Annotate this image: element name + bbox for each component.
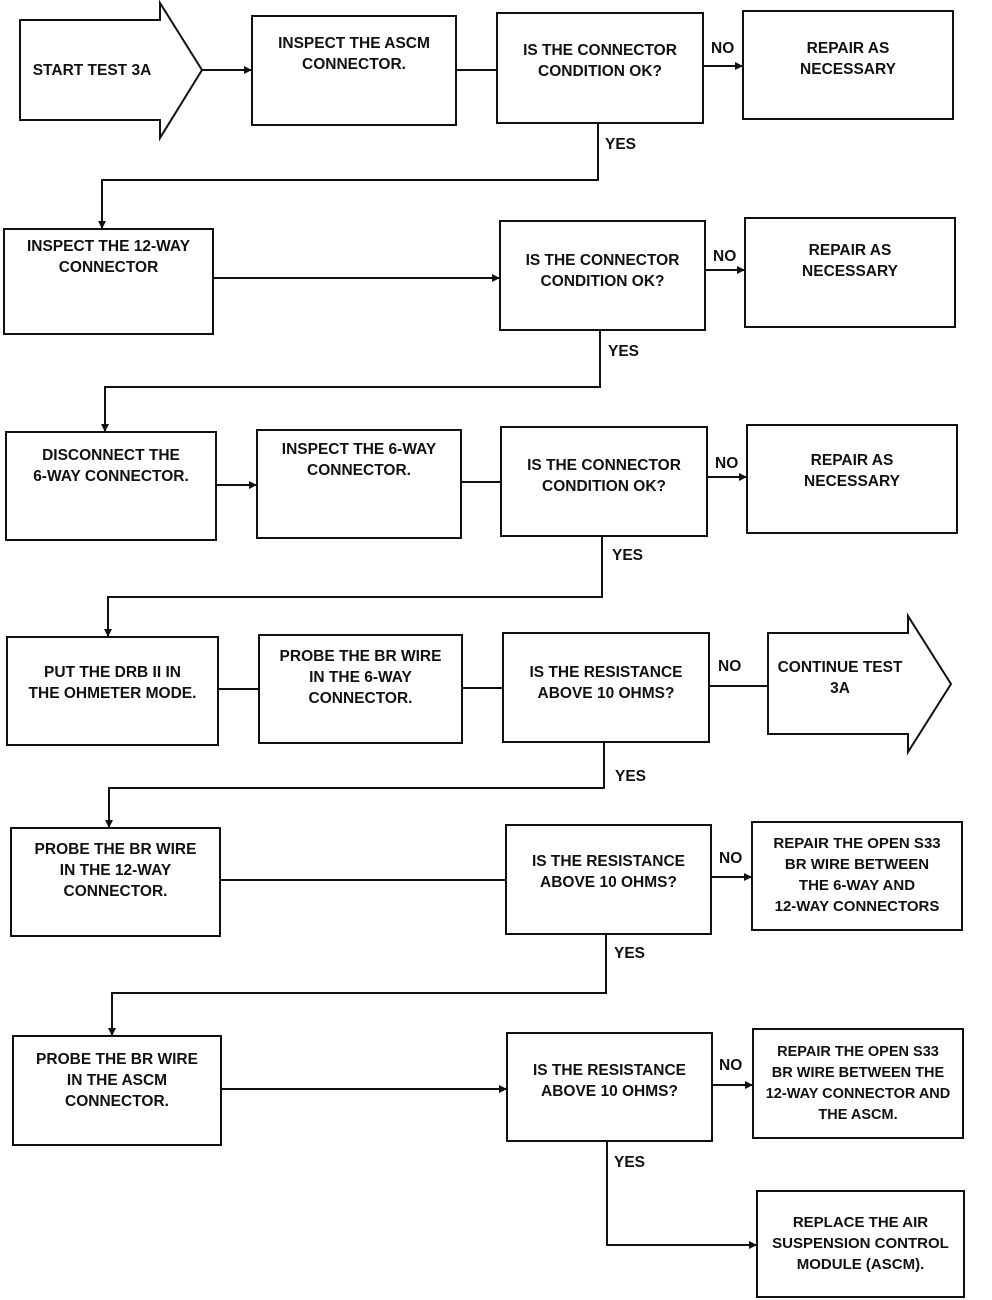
step-line: CONNECTOR. bbox=[307, 462, 411, 479]
line-q3-yes bbox=[104, 537, 603, 637]
result-line: REPAIR THE OPEN S33 bbox=[777, 1044, 939, 1060]
step-line: CONNECTOR. bbox=[63, 883, 168, 900]
step-line: PUT THE DRB II IN bbox=[44, 664, 181, 681]
yes-label: YES bbox=[612, 547, 644, 564]
question-line: ABOVE 10 OHMS? bbox=[541, 1083, 678, 1100]
step-line: PROBE THE BR WIRE bbox=[34, 841, 197, 858]
yes-label: YES bbox=[615, 768, 647, 785]
start-test-arrow: START TEST 3A bbox=[22, 60, 162, 81]
question-resistance-6way: IS THE RESISTANCE ABOVE 10 OHMS? bbox=[502, 632, 710, 743]
no-label: NO bbox=[719, 1057, 743, 1074]
result-repair-ascm-connector: REPAIR AS NECESSARY bbox=[742, 10, 954, 120]
question-6way-connector-ok: IS THE CONNECTOR CONDITION OK? bbox=[500, 426, 708, 537]
continue-test-arrow: CONTINUE TEST 3A bbox=[770, 657, 910, 699]
result-repair-6way-connector: REPAIR AS NECESSARY bbox=[746, 424, 958, 534]
question-line: ABOVE 10 OHMS? bbox=[537, 685, 675, 702]
question-line: IS THE RESISTANCE bbox=[532, 1062, 686, 1079]
step-line: CONNECTOR. bbox=[308, 690, 413, 707]
result-repair-open-6way-12way: REPAIR THE OPEN S33 BR WIRE BETWEEN THE … bbox=[751, 821, 963, 931]
step-inspect-6way-connector: INSPECT THE 6-WAY CONNECTOR. bbox=[256, 429, 462, 539]
result-line: 12-WAY CONNECTOR AND bbox=[765, 1086, 951, 1102]
step-line: IN THE ASCM bbox=[66, 1072, 168, 1089]
question-line: CONDITION OK? bbox=[538, 63, 662, 80]
question-line: IS THE RESISTANCE bbox=[531, 853, 685, 870]
result-line: REPAIR AS bbox=[810, 452, 894, 469]
question-line: ABOVE 10 OHMS? bbox=[540, 874, 677, 891]
question-line: CONDITION OK? bbox=[542, 478, 666, 495]
final-line: SUSPENSION CONTROL bbox=[772, 1235, 949, 1252]
yes-label: YES bbox=[614, 945, 646, 962]
question-line: IS THE CONNECTOR bbox=[527, 457, 681, 474]
result-repair-open-12way-ascm: REPAIR THE OPEN S33 BR WIRE BETWEEN THE … bbox=[752, 1028, 964, 1139]
step-disconnect-6way-connector: DISCONNECT THE 6-WAY CONNECTOR. bbox=[5, 431, 217, 541]
result-line: NECESSARY bbox=[802, 263, 898, 280]
yes-label: YES bbox=[605, 136, 637, 153]
step-line: CONNECTOR bbox=[58, 259, 159, 276]
final-line: MODULE (ASCM). bbox=[796, 1256, 925, 1273]
step-line: CONNECTOR. bbox=[65, 1093, 169, 1110]
result-line: BR WIRE BETWEEN bbox=[784, 856, 930, 873]
yes-label: YES bbox=[608, 343, 640, 360]
question-resistance-ascm: IS THE RESISTANCE ABOVE 10 OHMS? bbox=[506, 1032, 713, 1142]
no-label: NO bbox=[715, 455, 739, 472]
continue-line-2: 3A bbox=[830, 680, 850, 697]
no-label: NO bbox=[713, 248, 737, 265]
continue-line-1: CONTINUE TEST bbox=[777, 659, 903, 676]
step-line: 6-WAY CONNECTOR. bbox=[33, 468, 189, 485]
step-line: INSPECT THE 6-WAY bbox=[281, 441, 437, 458]
result-line: NECESSARY bbox=[800, 61, 896, 78]
step-probe-br-wire-6way: PROBE THE BR WIRE IN THE 6-WAY CONNECTOR… bbox=[258, 634, 463, 744]
start-line-1: START TEST 3A bbox=[32, 62, 152, 79]
question-12way-connector-ok: IS THE CONNECTOR CONDITION OK? bbox=[499, 220, 706, 331]
question-line: CONDITION OK? bbox=[540, 273, 665, 290]
step-line: INSPECT THE ASCM bbox=[278, 35, 430, 52]
step-drb-ohmmeter-mode: PUT THE DRB II IN THE OHMETER MODE. bbox=[6, 636, 219, 746]
result-line: 12-WAY CONNECTORS bbox=[774, 898, 940, 915]
start-arrow-shape bbox=[19, 0, 204, 142]
question-resistance-12way: IS THE RESISTANCE ABOVE 10 OHMS? bbox=[505, 824, 712, 935]
result-replace-ascm: REPLACE THE AIR SUSPENSION CONTROL MODUL… bbox=[756, 1190, 965, 1298]
step-line: PROBE THE BR WIRE bbox=[36, 1051, 198, 1068]
no-label: NO bbox=[711, 40, 735, 57]
step-line: THE OHMETER MODE. bbox=[28, 685, 197, 702]
result-line: REPAIR AS bbox=[806, 40, 890, 57]
step-inspect-12way-connector: INSPECT THE 12-WAY CONNECTOR bbox=[3, 228, 214, 335]
step-probe-br-wire-12way: PROBE THE BR WIRE IN THE 12-WAY CONNECTO… bbox=[10, 827, 221, 937]
result-line: NECESSARY bbox=[804, 473, 900, 490]
no-label: NO bbox=[718, 658, 742, 675]
question-line: IS THE CONNECTOR bbox=[525, 252, 680, 269]
step-line: IN THE 6-WAY bbox=[309, 669, 412, 686]
step-inspect-ascm-connector: INSPECT THE ASCM CONNECTOR. bbox=[251, 15, 457, 126]
question-line: IS THE RESISTANCE bbox=[529, 664, 683, 681]
continue-arrow-shape bbox=[767, 612, 953, 756]
step-line: CONNECTOR. bbox=[302, 56, 406, 73]
line-q5-yes bbox=[108, 935, 607, 1036]
result-line: THE ASCM. bbox=[818, 1107, 898, 1123]
result-repair-12way-connector: REPAIR AS NECESSARY bbox=[744, 217, 956, 328]
step-line: DISCONNECT THE bbox=[42, 447, 180, 464]
line-q6-yes bbox=[606, 1141, 757, 1249]
step-line: IN THE 12-WAY bbox=[59, 862, 172, 879]
line-q4-yes bbox=[105, 743, 605, 828]
line-q2-yes bbox=[101, 331, 601, 432]
step-line: PROBE THE BR WIRE bbox=[279, 648, 442, 665]
final-line: REPLACE THE AIR bbox=[792, 1214, 929, 1231]
line-q1-yes bbox=[98, 124, 599, 229]
no-label: NO bbox=[719, 850, 743, 867]
step-line: INSPECT THE 12-WAY bbox=[26, 238, 191, 255]
result-line: REPAIR AS bbox=[808, 242, 892, 259]
step-probe-br-wire-ascm: PROBE THE BR WIRE IN THE ASCM CONNECTOR. bbox=[12, 1035, 222, 1146]
question-ascm-connector-ok: IS THE CONNECTOR CONDITION OK? bbox=[496, 12, 704, 124]
yes-label: YES bbox=[614, 1154, 646, 1171]
result-line: REPAIR THE OPEN S33 bbox=[773, 835, 941, 852]
result-line: THE 6-WAY AND bbox=[798, 877, 916, 894]
result-line: BR WIRE BETWEEN THE bbox=[771, 1065, 945, 1081]
question-line: IS THE CONNECTOR bbox=[523, 42, 677, 59]
